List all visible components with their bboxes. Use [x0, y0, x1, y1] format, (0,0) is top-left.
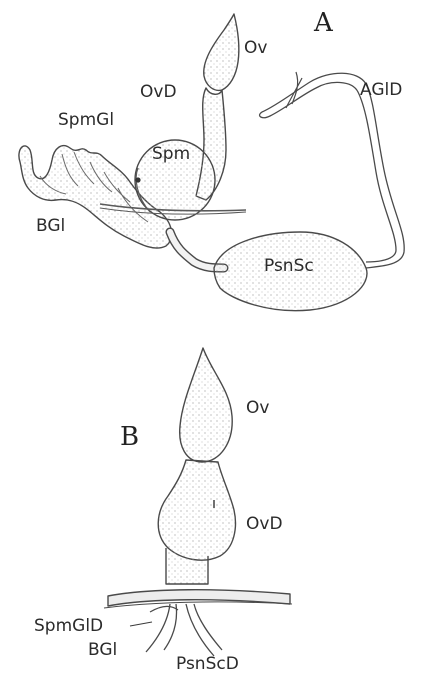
panel-b-drawing	[104, 348, 292, 656]
panel-label-b: B	[120, 424, 139, 450]
label-bgl-b: BGl	[88, 642, 117, 659]
panel-label-a: A	[314, 10, 333, 36]
label-agld-a: AGlD	[360, 82, 402, 99]
ovary-b	[180, 348, 232, 462]
label-ovd-b: OvD	[246, 516, 283, 533]
label-ov-a: Ov	[244, 40, 267, 57]
label-psnsc-a: PsnSc	[264, 258, 314, 275]
panel-a-drawing	[19, 14, 404, 311]
horizontal-band-b	[108, 590, 290, 606]
label-psnscd-b: PsnScD	[176, 656, 239, 673]
oviduct-b	[158, 460, 235, 560]
label-bgl-a: BGl	[36, 218, 65, 235]
label-ov-b: Ov	[246, 400, 269, 417]
label-spm-a: Spm	[152, 146, 190, 163]
label-ovd-a: OvD	[140, 84, 177, 101]
label-spmgld-b: SpmGlD	[34, 618, 103, 635]
ovary-a	[204, 14, 239, 90]
label-spmgl-a: SpmGl	[58, 112, 114, 129]
